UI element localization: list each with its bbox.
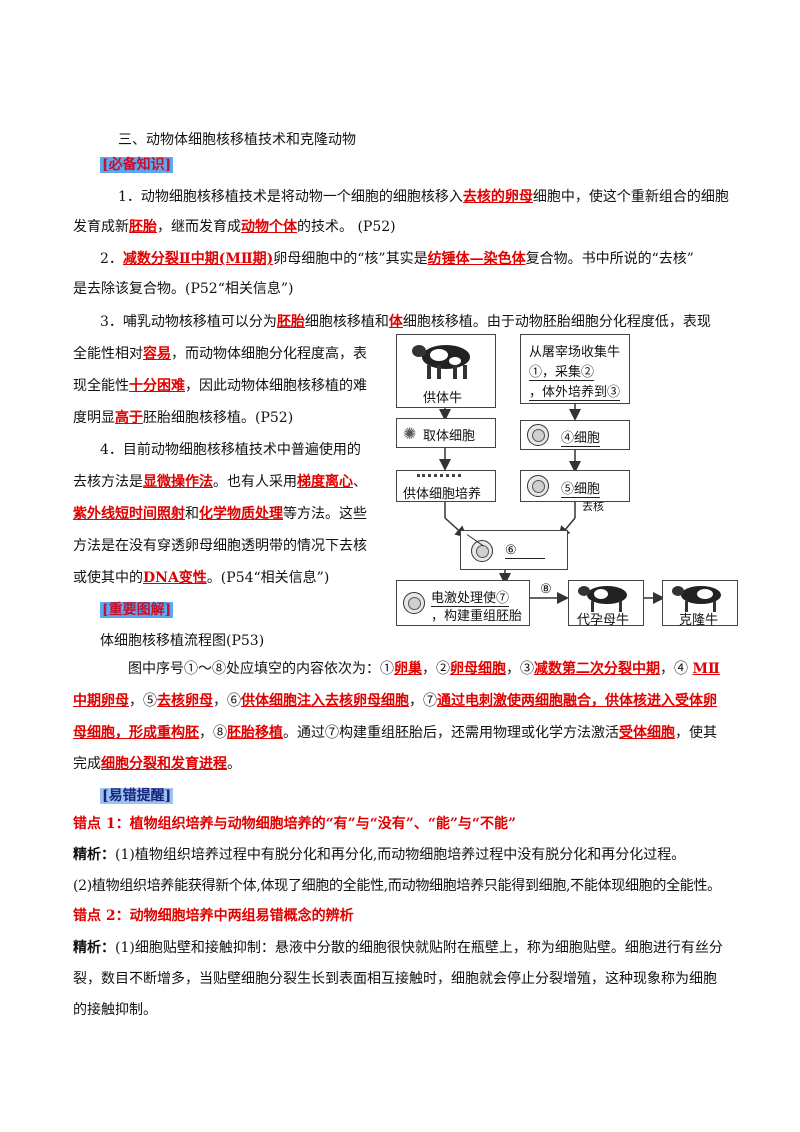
reconstructed-embryo-icon — [403, 592, 425, 614]
tag-required-knowledge: [必备知识] — [100, 157, 174, 173]
cell-5-box: ⑤细胞 — [520, 470, 630, 502]
cell-5-label: ⑤细胞 — [561, 478, 601, 498]
para-4-line-2: 去核方法是显微操作法。也有人采用梯度离心、 — [73, 474, 367, 490]
para-3-line-1: 3．哺乳动物核移植可以分为胚胎细胞核移植和体细胞核移植。由于动物胚胎细胞分化程度… — [100, 314, 711, 330]
oocyte-icon — [527, 424, 549, 446]
cow-icon — [412, 345, 470, 379]
cell-cluster-icon: ✺ — [403, 424, 417, 443]
clone-box: 克隆牛 — [662, 580, 738, 628]
para-4-line-1: 4．目前动物细胞核移植技术中普遍使用的 — [100, 442, 361, 458]
step-8-label: ⑧ — [540, 582, 552, 597]
cell-4-box: ④细胞 — [520, 420, 630, 450]
surrogate-label: 代孕母牛 — [577, 613, 630, 628]
flow-diagram: 供体牛 从屠宰场收集牛 ①，采集② ，体外培养到③ ✺ 取体细胞 ④细胞 去核 … — [390, 330, 740, 650]
clone-label: 克隆牛 — [679, 613, 719, 628]
para-2-line-1: 2．减数分裂Ⅱ中期(MⅡ期)卵母细胞中的“核”其实是纺锤体—染色体复合物。书中所… — [100, 251, 694, 267]
slaughter-line-2: ①，采集② — [529, 361, 595, 381]
slaughter-line-3: ，体外培养到③ — [529, 381, 621, 401]
injected-cell-icon — [471, 540, 493, 562]
para-2-line-2: 是去除该复合物。(P52“相关信息”) — [73, 281, 294, 297]
remove-nucleus-label: 去核 — [582, 500, 604, 513]
para-4-line-3: 紫外线短时间照射和化学物质处理等方法。这些 — [73, 506, 367, 522]
culture-box: 供体细胞培养 — [396, 470, 496, 502]
step-6-label: ⑥ — [505, 543, 545, 559]
error-1-title: 错点 1：植物组织培养与动物细胞培养的“有”与“没有”、“能”与“不能” — [73, 816, 517, 832]
surrogate-box: 代孕母牛 — [568, 580, 644, 628]
cells-row-icon — [417, 474, 461, 483]
enucleated-oocyte-icon — [527, 475, 549, 497]
culture-label: 供体细胞培养 — [403, 487, 482, 502]
para-1-line-2: 发育成新胚胎，继而发育成动物个体的技术。 (P52) — [73, 219, 396, 235]
para-3-line-3: 现全能性十分困难，因此动物体细胞核移植的难 — [73, 378, 367, 394]
diagram-caption: 体细胞核移植流程图(P53) — [100, 633, 265, 649]
electric-line-2: ，构建重组胚胎 — [431, 609, 523, 624]
error-2-title: 错点 2：动物细胞培养中两组易错概念的辨析 — [73, 908, 354, 924]
take-cells-box: ✺ 取体细胞 — [396, 418, 496, 448]
cow-icon — [672, 586, 721, 612]
para-4-line-5: 或使其中的DNA变性。(P54“相关信息”) — [73, 570, 330, 586]
section-title: 三、动物体细胞核移植技术和克隆动物 — [118, 132, 356, 148]
tag-errors: [易错提醒] — [100, 788, 174, 804]
para-1-line-1: 1．动物细胞核移植技术是将动物一个细胞的细胞核移入去核的卵母细胞中，使这个重新组… — [118, 189, 729, 205]
para-3-line-4: 度明显高于胚胎细胞核移植。(P52) — [73, 410, 294, 426]
cow-icon — [578, 586, 627, 612]
slaughter-box: 从屠宰场收集牛 ①，采集② ，体外培养到③ — [520, 334, 630, 404]
donor-cow-label: 供体牛 — [423, 391, 463, 406]
injection-box: ⑥ — [460, 530, 568, 570]
answers-line-1: 图中序号①～⑧处应填空的内容依次为：①卵巢，②卵母细胞，③减数第二次分裂中期，④… — [128, 661, 720, 677]
error-2-line-3: 的接触抑制。 — [73, 1002, 157, 1018]
answers-line-4: 完成细胞分裂和发育进程。 — [73, 756, 241, 772]
error-2-line-1: 精析：(1)细胞贴壁和接触抑制：悬液中分散的细胞很快就贴附在瓶壁上，称为细胞贴壁… — [73, 940, 723, 956]
error-2-line-2: 裂，数目不断增多，当贴壁细胞分裂生长到表面相互接触时，细胞就会停止分裂增殖，这种… — [73, 971, 717, 987]
electric-box: 电激处理使⑦ ，构建重组胚胎 — [396, 580, 530, 626]
para-4-line-4: 方法是在没有穿透卵母细胞透明带的情况下去核 — [73, 538, 367, 554]
slaughter-line-1: 从屠宰场收集牛 — [529, 345, 621, 360]
cell-4-label: ④细胞 — [561, 427, 601, 447]
error-1-line-2: (2)植物组织培养能获得新个体,体现了细胞的全能性,而动物细胞培养只能得到细胞,… — [73, 878, 721, 894]
take-cells-label: 取体细胞 — [423, 429, 476, 444]
error-1-line-1: 精析：(1)植物组织培养过程中有脱分化和再分化,而动物细胞培养过程中没有脱分化和… — [73, 847, 686, 863]
electric-line-1: 电激处理使⑦ — [431, 587, 510, 607]
para-3-line-2: 全能性相对容易，而动物体细胞分化程度高，表 — [73, 346, 367, 362]
donor-cow-box: 供体牛 — [396, 334, 496, 408]
answers-line-3: 母细胞，形成重构胚，⑧胚胎移植。通过⑦构建重组胚胎后，还需用物理或化学方法激活受… — [73, 725, 717, 741]
answers-line-2: 中期卵母，⑤去核卵母，⑥供体细胞注入去核卵母细胞，⑦通过电刺激使两细胞融合，供体… — [73, 693, 717, 709]
tag-diagram: [重要图解] — [100, 602, 174, 618]
